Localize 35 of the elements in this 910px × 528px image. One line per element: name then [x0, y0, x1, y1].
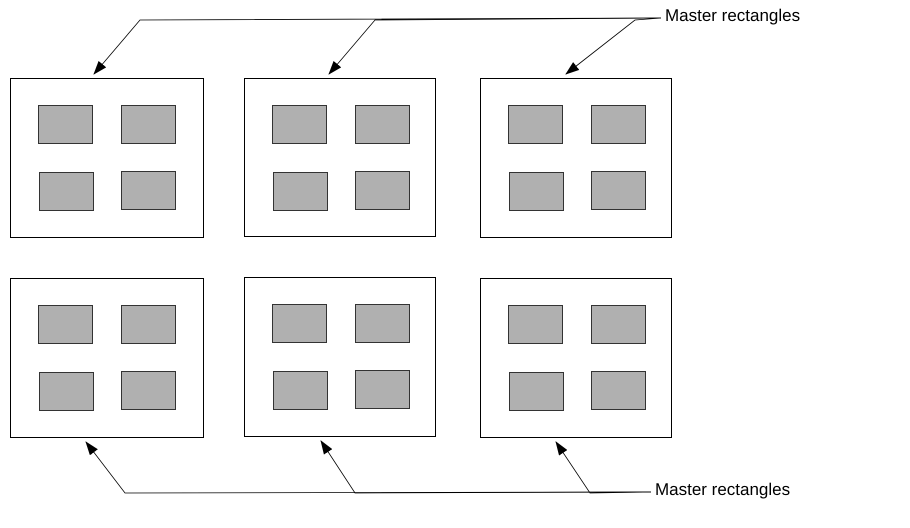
master-rectangle [39, 372, 94, 411]
master-rectangle [38, 105, 93, 144]
master-rectangle [272, 304, 327, 343]
master-rectangle [591, 371, 646, 410]
callout-label: Master rectangles [655, 480, 790, 500]
master-rectangle [121, 371, 176, 410]
master-rectangle [591, 305, 646, 344]
leader-line [328, 18, 662, 75]
frame-rectangle [10, 278, 204, 438]
master-rectangle [508, 105, 563, 144]
master-rectangle [355, 171, 410, 210]
master-rectangle [509, 372, 564, 411]
master-rectangle [509, 172, 564, 211]
master-rectangle [355, 105, 410, 144]
leader-line [565, 18, 662, 75]
master-rectangle [38, 305, 93, 344]
frame-rectangle [244, 78, 436, 237]
master-rectangle [273, 172, 328, 211]
frame-rectangle [480, 278, 672, 438]
master-rectangle [355, 370, 410, 409]
master-rectangle [355, 304, 410, 343]
master-rectangle [121, 105, 176, 144]
master-rectangle [508, 305, 563, 344]
master-rectangle [272, 105, 327, 144]
master-rectangle [591, 105, 646, 144]
master-rectangle [39, 172, 94, 211]
master-rectangle [273, 371, 328, 410]
frame-rectangle [480, 78, 672, 238]
master-rectangle [591, 171, 646, 210]
leader-line [555, 441, 652, 494]
master-rectangle [121, 171, 176, 210]
master-rectangle [121, 305, 176, 344]
callout-label: Master rectangles [665, 6, 800, 26]
frame-rectangle [10, 78, 204, 238]
frame-rectangle [244, 277, 436, 437]
